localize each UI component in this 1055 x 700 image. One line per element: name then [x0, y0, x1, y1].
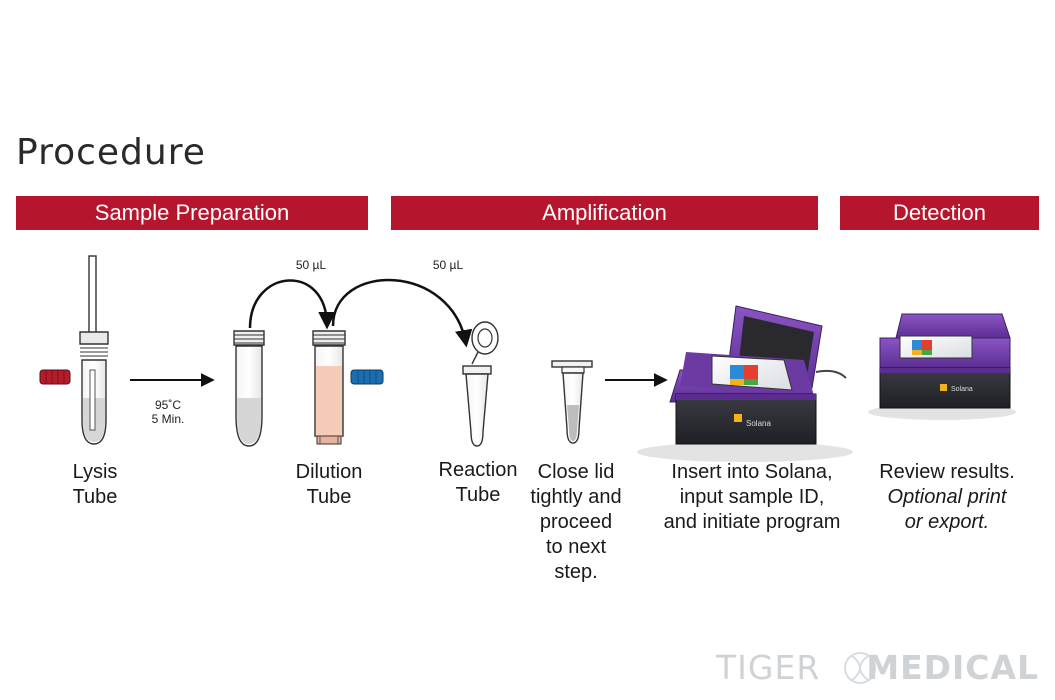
- heat-time: 5 Min.: [151, 412, 185, 426]
- stage-label: Amplification: [542, 200, 667, 225]
- heat-label: 95˚C 5 Min.: [146, 398, 190, 426]
- solana-device-closed-icon: [868, 313, 1016, 420]
- reaction-tube-icon: [462, 321, 499, 447]
- transfer-volume-2: 50 µL: [432, 258, 464, 272]
- label-line: Lysis: [72, 461, 118, 483]
- transfer-arrow-icon: [248, 279, 336, 330]
- close-lid-label: Close lid tightly and proceed to next st…: [520, 460, 632, 585]
- insert-label: Insert into Solana, input sample ID, and…: [650, 460, 854, 535]
- watermark: TIGER MEDICAL: [716, 648, 1039, 687]
- device-brand-text: Solana: [746, 419, 771, 428]
- heat-temp: 95˚C: [154, 398, 181, 412]
- label-line: step.: [554, 561, 598, 583]
- label-line: Optional print: [887, 486, 1007, 508]
- solana-device-open-icon: [637, 305, 853, 462]
- watermark-part1: TIGER: [716, 648, 821, 687]
- stage-amplification: Amplification: [391, 196, 818, 230]
- review-label: Review results. Optional print or export…: [868, 460, 1026, 535]
- label-line: Dilution: [295, 461, 363, 483]
- stage-sample-preparation: Sample Preparation: [16, 196, 368, 230]
- transfer-arrow-icon: [331, 278, 473, 348]
- label-line: Reaction: [438, 459, 518, 481]
- dna-helix-icon: [844, 652, 876, 684]
- stage-label: Sample Preparation: [94, 200, 290, 225]
- red-cap-icon: [39, 369, 71, 385]
- closed-tube-icon: [551, 360, 593, 444]
- device-brand-text: Solana: [951, 386, 973, 393]
- page-title: Procedure: [16, 132, 206, 173]
- tube-icon: [233, 330, 265, 447]
- lysis-tube-icon: [79, 255, 109, 445]
- stage-detection: Detection: [840, 196, 1039, 230]
- reaction-tube-label: Reaction Tube: [430, 458, 526, 508]
- label-line: tightly and: [530, 486, 622, 508]
- blue-cap-icon: [350, 369, 384, 385]
- label-line: to next: [545, 536, 607, 558]
- dilution-tube-label: Dilution Tube: [280, 460, 378, 510]
- dilution-tube-icon: [312, 330, 346, 445]
- label-line: Insert into Solana,: [671, 461, 833, 483]
- label-line: Tube: [306, 486, 352, 508]
- label-line: or export.: [904, 511, 990, 533]
- label-line: input sample ID,: [679, 486, 825, 508]
- stage-label: Detection: [893, 200, 986, 225]
- label-line: Tube: [72, 486, 118, 508]
- label-line: Tube: [455, 484, 501, 506]
- transfer-volume-1: 50 µL: [295, 258, 327, 272]
- label-line: Review results.: [879, 461, 1015, 483]
- watermark-part2: MEDICAL: [866, 648, 1040, 687]
- label-line: proceed: [539, 511, 613, 533]
- lysis-tube-label: Lysis Tube: [54, 460, 136, 510]
- label-line: and initiate program: [663, 511, 841, 533]
- label-line: Close lid: [537, 461, 615, 483]
